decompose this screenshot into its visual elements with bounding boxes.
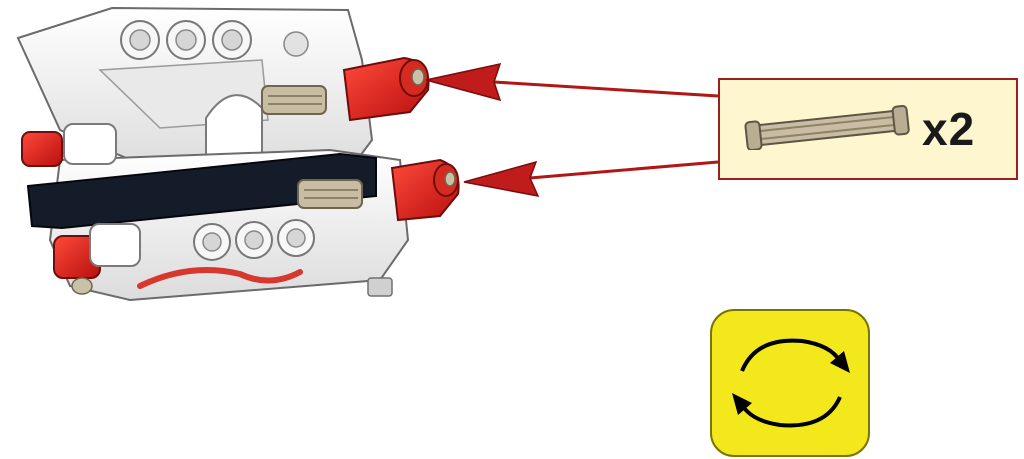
lower-red-pin — [390, 158, 460, 222]
upper-arrow-shaft — [493, 80, 719, 98]
rotate-badge — [710, 309, 870, 457]
insertion-arrows — [425, 62, 719, 198]
upper-red-pin — [342, 56, 430, 122]
axle-icon — [742, 104, 912, 155]
left-red-bushings — [21, 123, 141, 295]
upper-beam-holes — [120, 20, 252, 60]
lower-axle-stub — [297, 179, 363, 209]
lower-beam-holes — [193, 219, 315, 261]
upper-axle-stub — [261, 85, 327, 115]
quantity-label: x2 — [922, 103, 976, 155]
parts-callout: x2 — [718, 78, 1018, 180]
upper-arrow-head — [425, 62, 502, 102]
lower-arrow-shaft — [529, 160, 719, 180]
lower-arrow-head — [463, 160, 540, 198]
black-band — [26, 152, 377, 230]
rotate-icon — [732, 338, 850, 428]
